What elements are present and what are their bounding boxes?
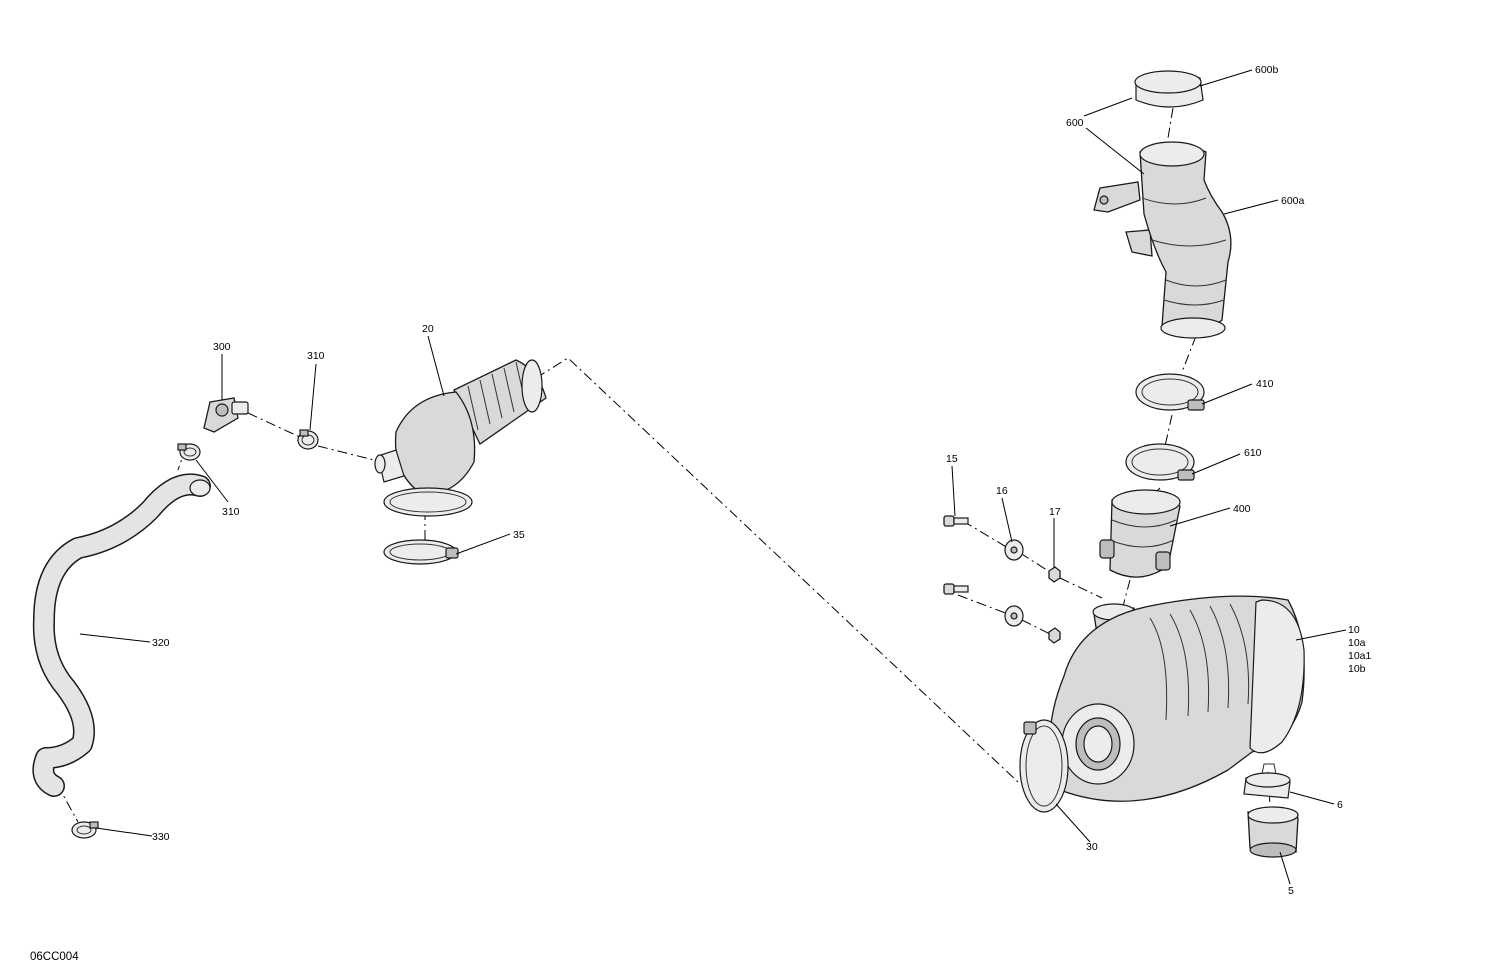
- callout-600b: 600b: [1255, 64, 1279, 76]
- part-320-hose[interactable]: [32, 473, 211, 797]
- callout-6: 6: [1337, 799, 1343, 811]
- part-410-clamp[interactable]: [1135, 373, 1205, 411]
- callout-600: 600: [1066, 117, 1084, 129]
- part-16-washer-lower[interactable]: [1004, 605, 1024, 627]
- callout-35: 35: [513, 529, 525, 541]
- callout-10a1: 10a1: [1348, 650, 1372, 662]
- callout-410: 410: [1256, 378, 1274, 390]
- part-30-clamp[interactable]: [1019, 719, 1069, 813]
- part-610-clamp[interactable]: [1125, 443, 1195, 481]
- part-17-nut[interactable]: [1048, 566, 1061, 583]
- callout-16: 16: [996, 485, 1008, 497]
- callout-300: 300: [213, 341, 231, 353]
- callout-10: 10: [1348, 624, 1360, 636]
- callout-330: 330: [152, 831, 170, 843]
- callout-10a: 10a: [1348, 637, 1366, 649]
- part-600-intake-duct[interactable]: [1093, 141, 1232, 339]
- part-17-nut-lower[interactable]: [1048, 627, 1061, 644]
- part-15-bolt-lower[interactable]: [943, 583, 969, 595]
- part-600b-cap[interactable]: [1134, 70, 1204, 108]
- callout-610: 610: [1244, 447, 1262, 459]
- part-16-washer[interactable]: [1004, 539, 1024, 561]
- part-310-clamp-top[interactable]: [297, 429, 319, 450]
- part-6-drain-cap[interactable]: [1243, 763, 1291, 799]
- callout-labels: 600b 600 600a 410 610 400 15 16 17 10 10…: [152, 64, 1372, 897]
- part-330-clamp[interactable]: [71, 821, 99, 839]
- callout-310-top: 310: [307, 350, 325, 362]
- part-35-clamp[interactable]: [383, 539, 459, 565]
- leader-lines: [79, 69, 1347, 885]
- drawing-id-label: 06CC004: [30, 951, 79, 963]
- callout-20: 20: [422, 323, 434, 335]
- callout-17: 17: [1049, 506, 1061, 518]
- part-300-fitting[interactable]: [203, 397, 249, 433]
- part-20-intake-bellows[interactable]: [374, 359, 547, 517]
- callout-310-bottom: 310: [222, 506, 240, 518]
- callout-30: 30: [1086, 841, 1098, 853]
- callout-400: 400: [1233, 503, 1251, 515]
- callout-5: 5: [1288, 885, 1294, 897]
- part-10-airbox[interactable]: [1049, 595, 1305, 802]
- callout-320: 320: [152, 637, 170, 649]
- callout-15: 15: [946, 453, 958, 465]
- part-310-clamp-bottom[interactable]: [177, 443, 201, 461]
- callout-10b: 10b: [1348, 663, 1366, 675]
- part-15-bolt[interactable]: [943, 515, 969, 527]
- part-400-adapter[interactable]: [1099, 489, 1181, 578]
- callout-600a: 600a: [1281, 195, 1305, 207]
- part-5-drain-valve[interactable]: [1247, 806, 1299, 858]
